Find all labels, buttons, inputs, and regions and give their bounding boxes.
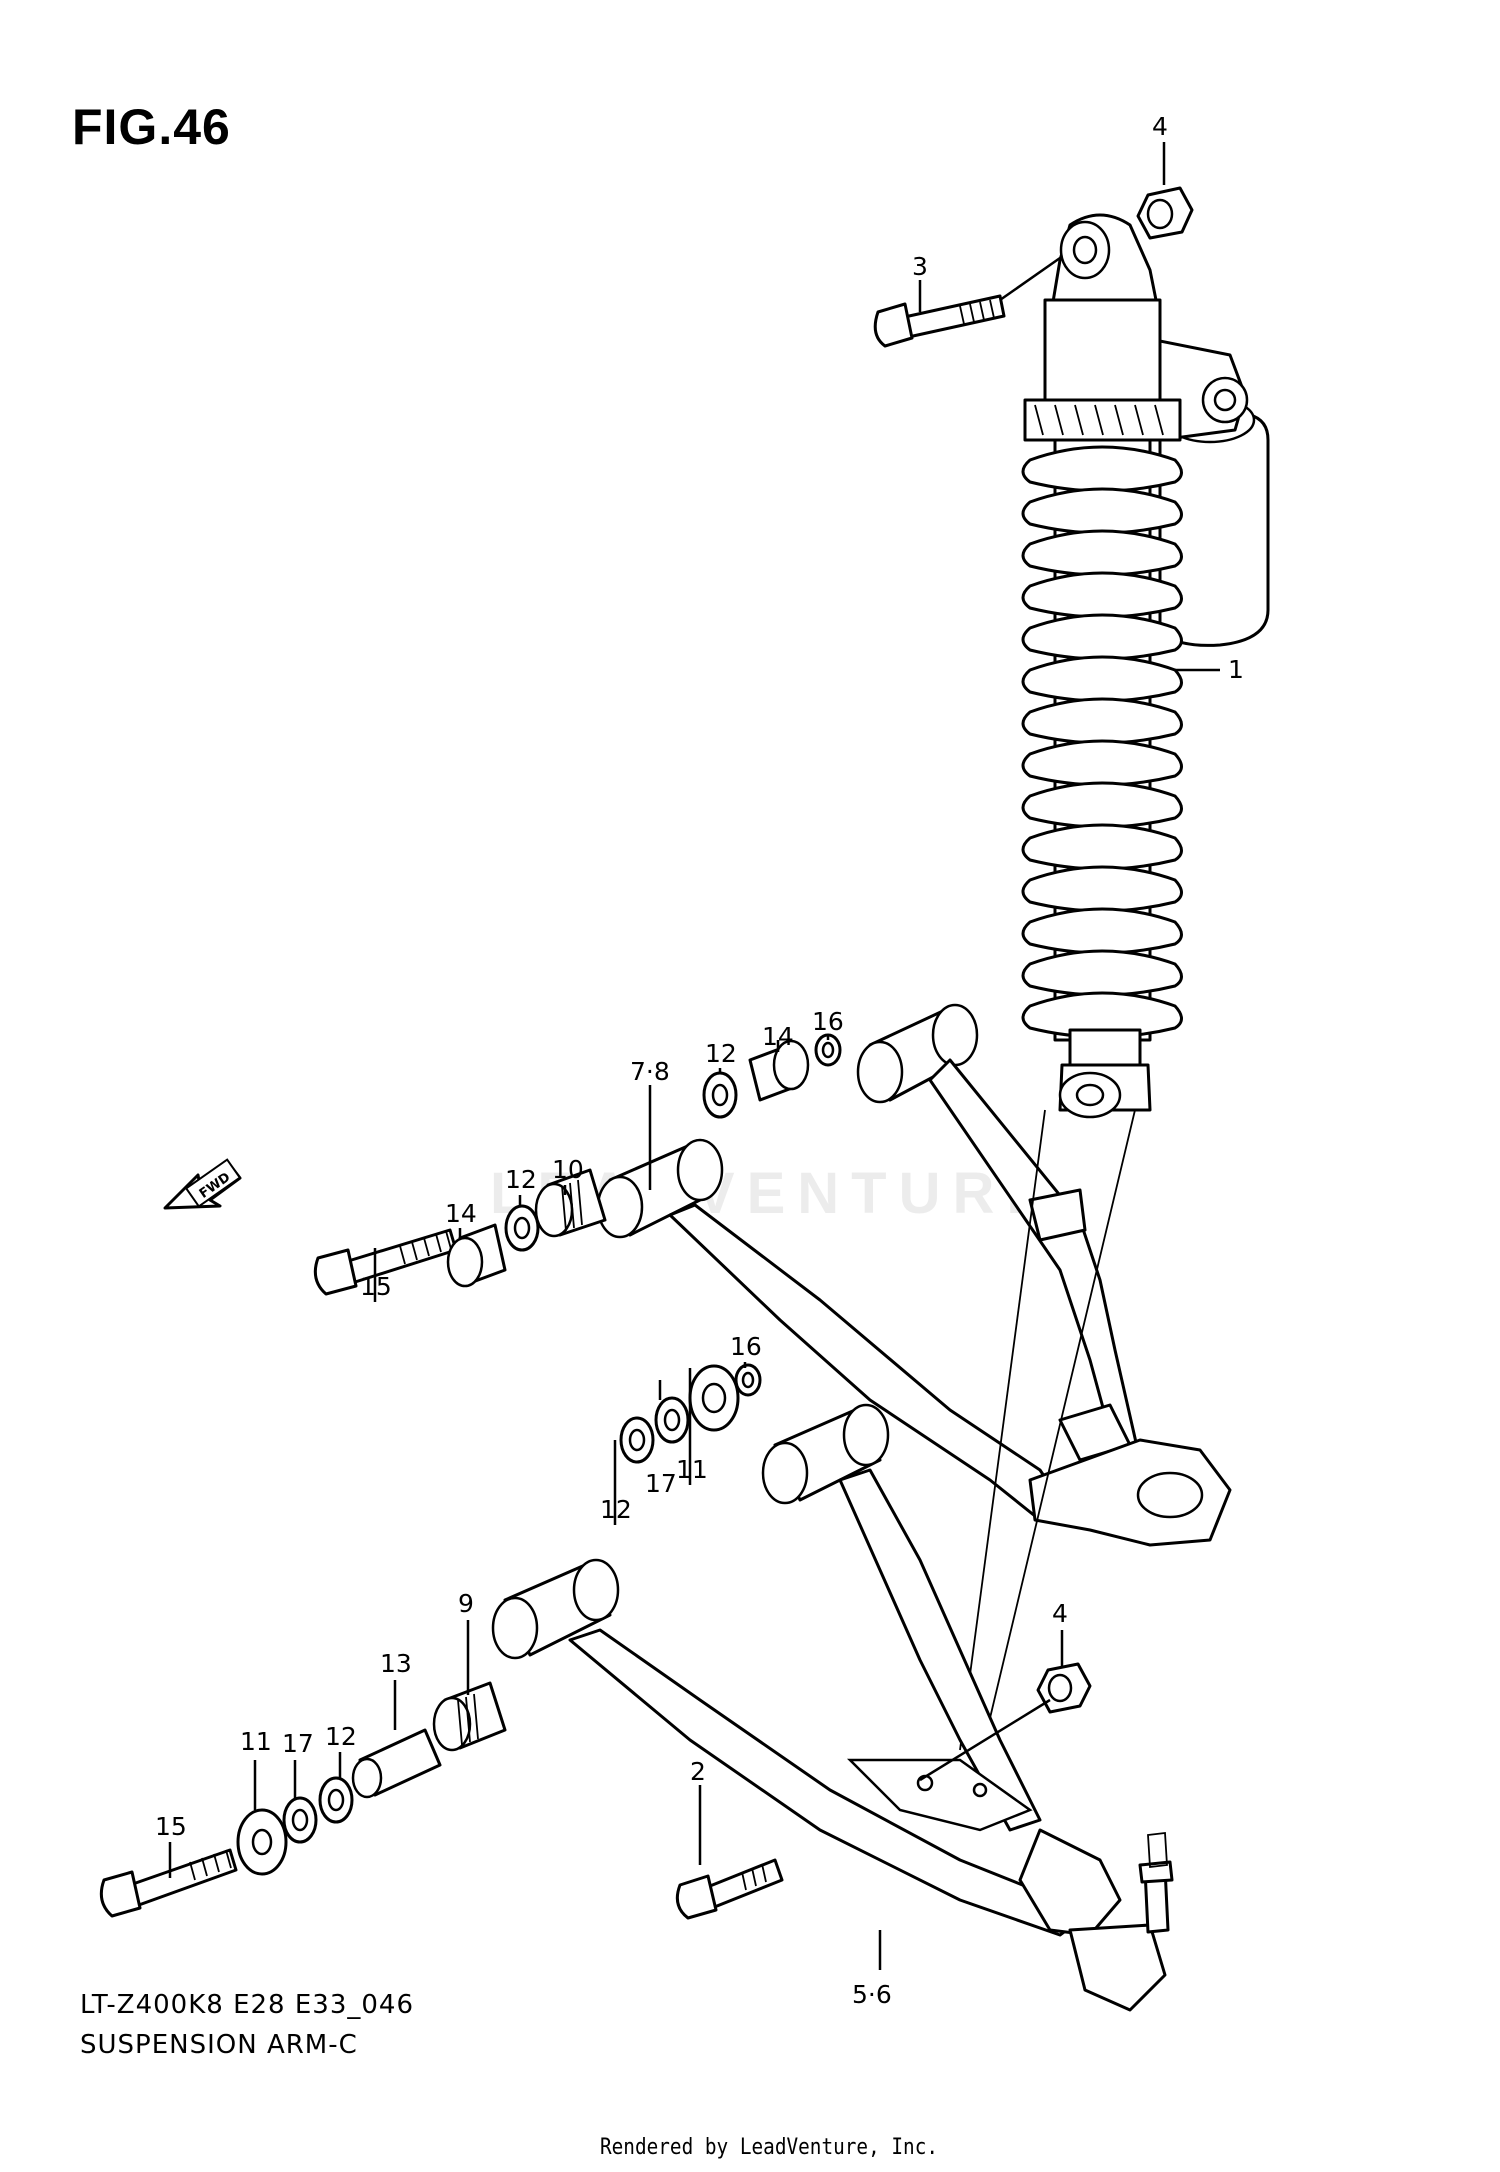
callout-11-front: 11 [240,1727,272,1756]
washer-11-rear[interactable] [688,1364,740,1432]
seal-12-lower-rear[interactable] [619,1416,655,1464]
figure-code: LT-Z400K8 E28 E33_046 [80,1990,414,2020]
washer-16-lower[interactable] [734,1363,762,1397]
bearing-10[interactable] [534,1168,607,1238]
spring-coil [1021,697,1183,745]
bushing-14-rear[interactable] [748,1039,810,1102]
nut-4-lower[interactable] [1036,1662,1092,1714]
callout-14-rear: 14 [762,1022,794,1051]
callout-9: 9 [458,1589,474,1618]
seal-17-front[interactable] [282,1796,318,1844]
spring-coil [1021,571,1183,619]
spring-coil [1021,781,1183,829]
spring-coil [1021,655,1183,703]
callout-10: 10 [552,1155,584,1184]
callout-15-upper: 15 [360,1272,392,1301]
spring-coil [1021,445,1183,493]
callout-3: 3 [912,252,928,281]
lower-arm[interactable] [491,1403,1174,2012]
callout-16-lower: 16 [730,1332,762,1361]
callout-11-rear: 11 [676,1455,708,1484]
seal-12-rear[interactable] [702,1071,738,1119]
spring-coil [1021,487,1183,535]
bolt-3[interactable] [873,294,1006,348]
callout-4-lower: 4 [1052,1599,1068,1628]
callout-17-rear: 17 [645,1469,677,1498]
bolt-15-lower[interactable] [99,1848,238,1918]
spring-coil [1021,949,1183,997]
spring-coil [1021,529,1183,577]
callout-12-upper-front: 12 [505,1165,537,1194]
callout-labels: 4 3 1 4 2 5·6 7·8 9 10 11 11 12 12 12 12… [155,112,1244,2009]
nut-4-top[interactable] [1136,186,1194,240]
upper-arm[interactable] [596,1003,1232,1547]
callout-12-upper-rear: 12 [705,1039,737,1068]
shock-spring [1021,445,1183,1039]
callout-15-lower: 15 [155,1812,187,1841]
spring-coil [1021,739,1183,787]
spring-coil [1021,991,1183,1039]
figure-name: SUSPENSION ARM-C [80,2030,358,2060]
spring-coil [1021,907,1183,955]
seal-12-front[interactable] [504,1204,540,1252]
shock-absorber[interactable] [1021,213,1270,1119]
callout-14-front: 14 [445,1199,477,1228]
callout-7-8: 7·8 [630,1057,670,1086]
spring-coil [1021,823,1183,871]
callout-1: 1 [1228,655,1244,684]
seal-12-lower-front[interactable] [318,1776,354,1824]
forward-arrow-icon: FWD [163,1158,242,1210]
washer-11-front[interactable] [236,1808,288,1876]
spring-coil [1021,865,1183,913]
spring-coil [1021,613,1183,661]
figure-title: FIG.46 [72,99,231,155]
callout-12-lower-rear: 12 [600,1495,632,1524]
callout-17-front: 17 [282,1729,314,1758]
bolt-2[interactable] [675,1858,784,1920]
callout-13: 13 [380,1649,412,1678]
callout-4-top: 4 [1152,112,1168,141]
callout-2: 2 [690,1757,706,1786]
bushing-14-front[interactable] [446,1223,507,1288]
seal-17-rear[interactable] [654,1396,690,1444]
sleeve-13[interactable] [351,1728,442,1799]
render-credit: Rendered by LeadVenture, Inc. [600,2135,939,2160]
leader-lines [168,142,1220,1970]
callout-16-upper: 16 [812,1007,844,1036]
callout-5-6: 5·6 [852,1980,892,2009]
callout-12-lower-front: 12 [325,1722,357,1751]
bearing-9[interactable] [432,1681,507,1752]
